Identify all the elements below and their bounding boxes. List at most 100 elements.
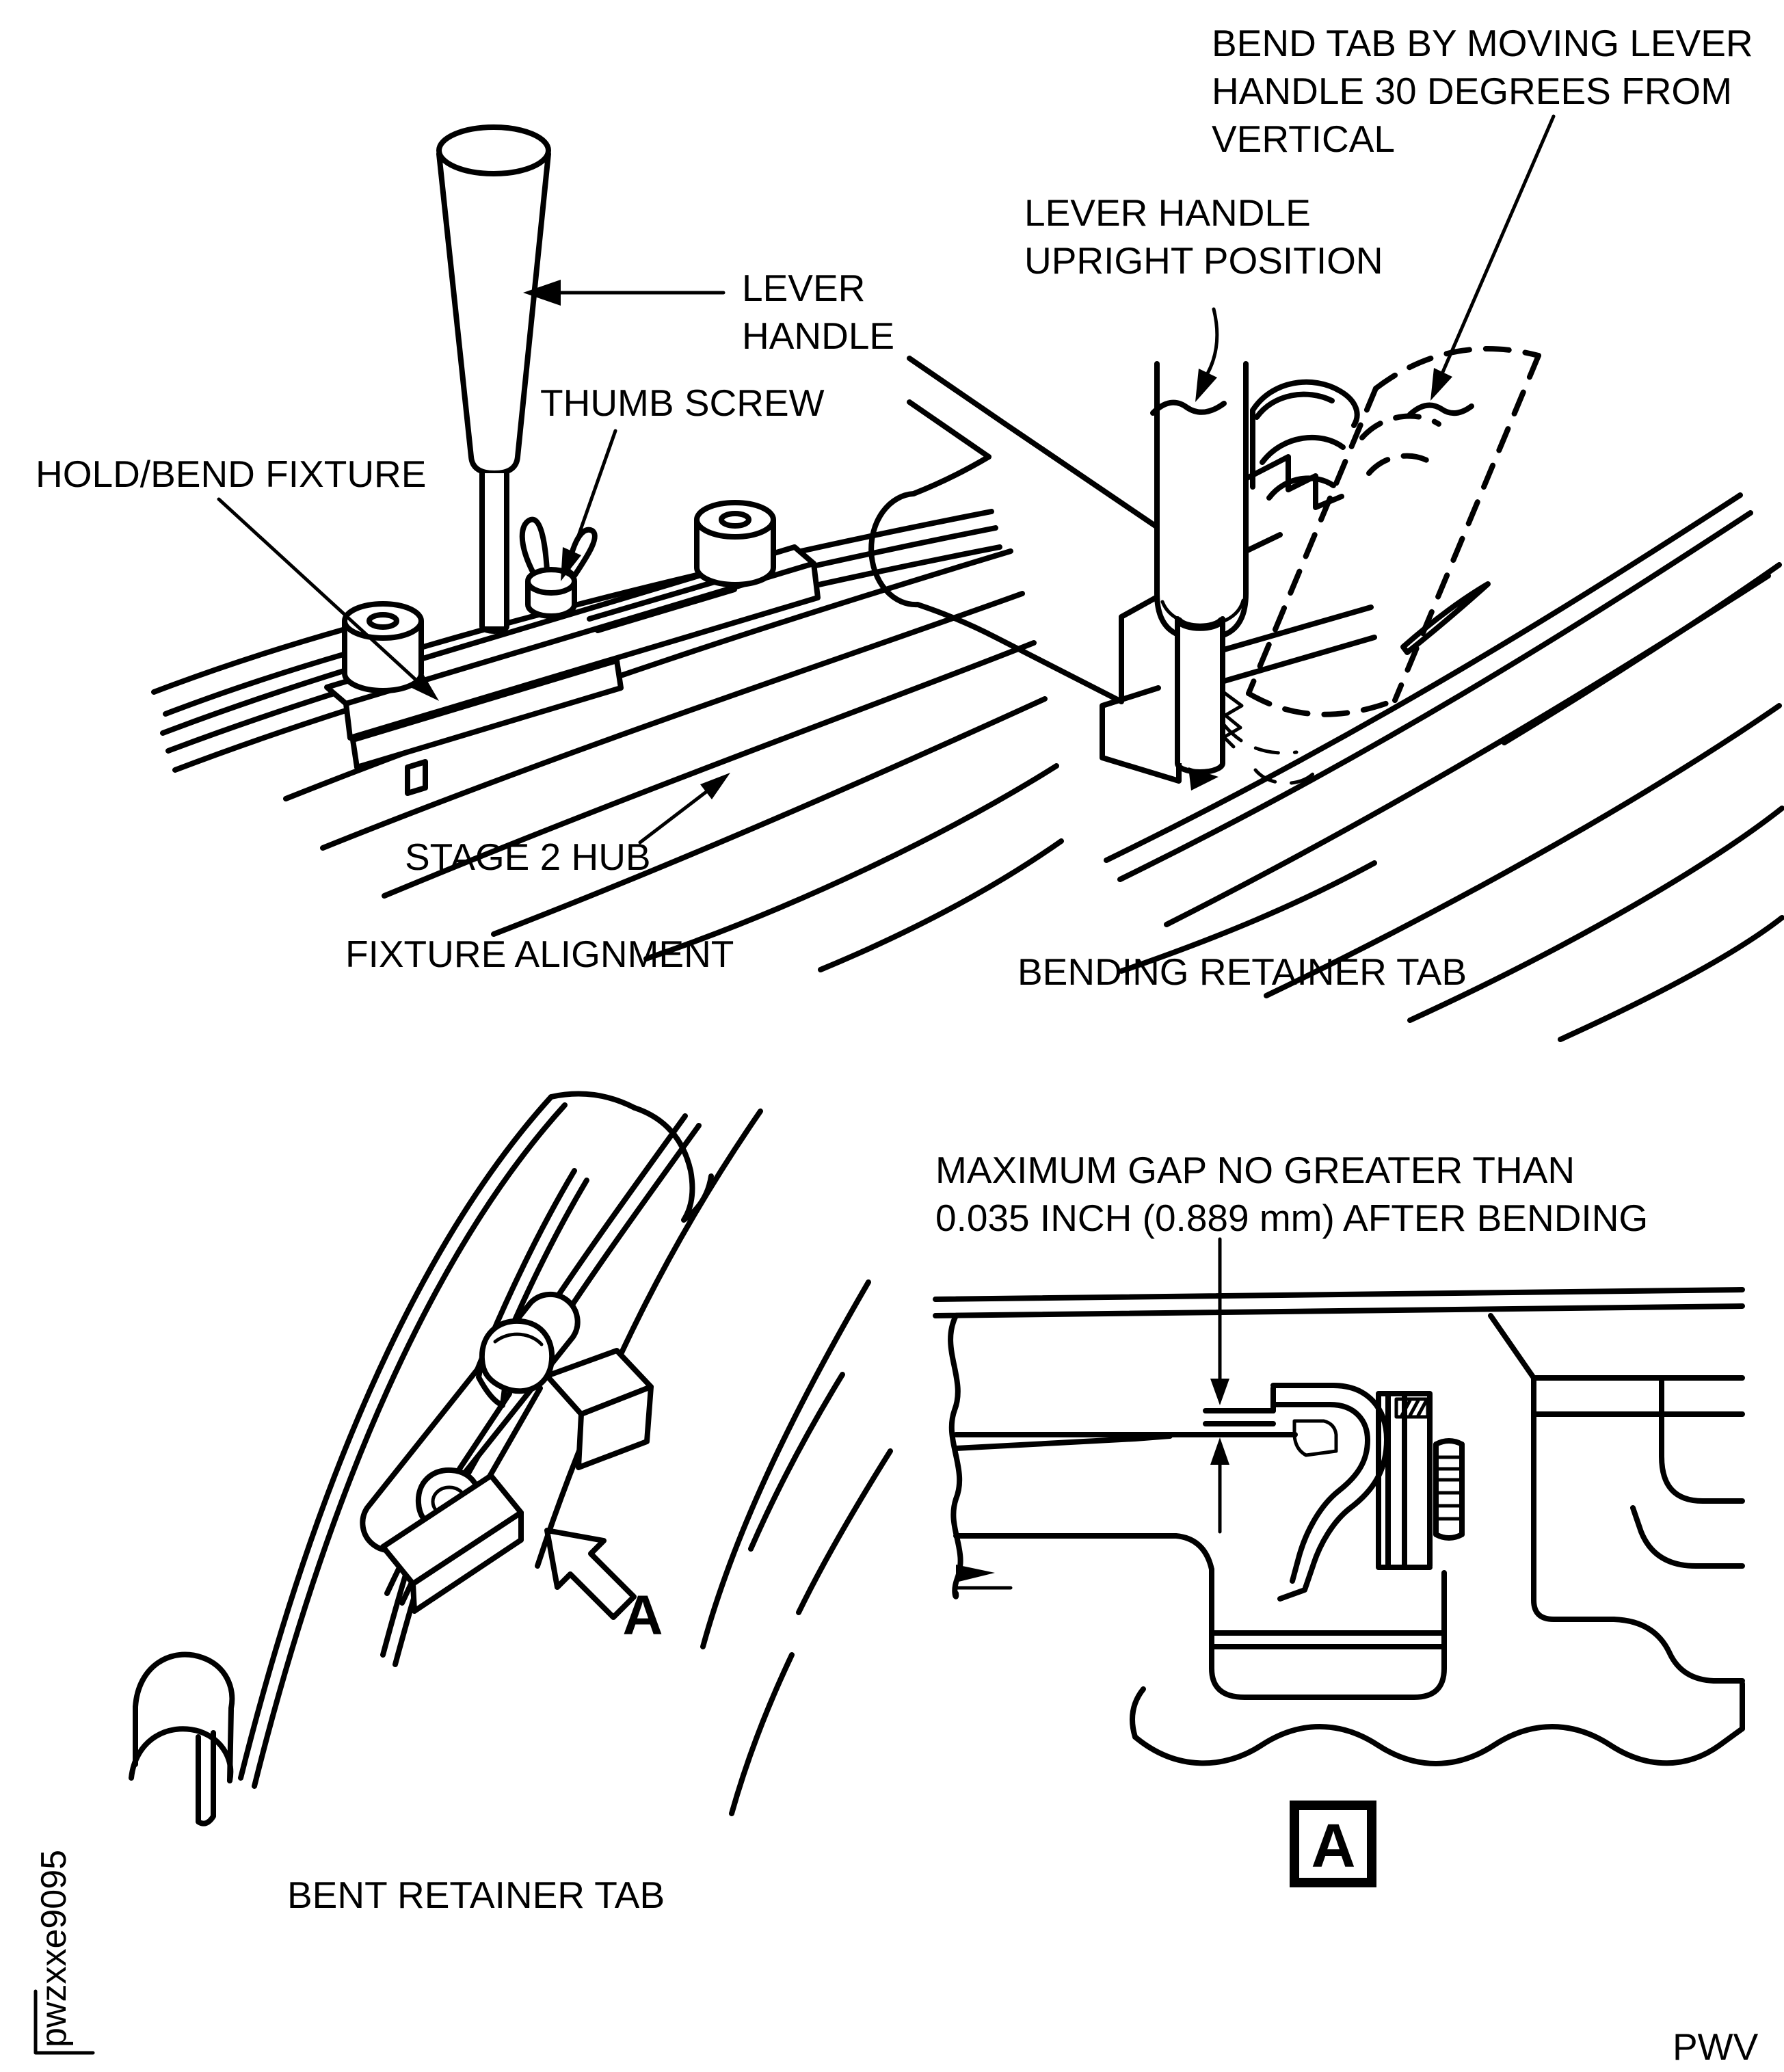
housing-block-step	[1630, 1379, 1745, 1569]
housing-block	[1488, 1313, 1745, 1622]
caption-bent-retainer-tab: BENT RETAINER TAB	[287, 1874, 665, 1916]
panel-bending-retainer-tab: BEND TAB BY MOVING LEVER HANDLE 30 DEGRE…	[868, 22, 1784, 1042]
boss-sides	[1433, 1438, 1465, 1541]
hub-arc	[748, 1372, 845, 1552]
socket-screw	[694, 500, 776, 587]
panel-bent-retainer-tab: A BENT RETAINER TAB pwzxxe9095	[34, 1091, 893, 2055]
bracket-plate-edge	[993, 421, 1161, 704]
label-bend-tab-line1: BEND TAB BY MOVING LEVER	[1212, 22, 1753, 64]
label-max-gap-line1: MAXIMUM GAP NO GREATER THAN	[935, 1149, 1575, 1191]
hub-rim-arc	[1104, 492, 1743, 863]
pocket-seat-lines	[1210, 1630, 1446, 1649]
tab-slot-shadow	[1188, 767, 1219, 791]
phantom-side	[1246, 386, 1379, 696]
bracket-plate-notch	[868, 454, 998, 640]
lever-handle	[436, 124, 551, 634]
hub-arc	[320, 591, 1025, 851]
ring-band-arc	[252, 1102, 568, 1789]
stud-lines	[1376, 1391, 1433, 1570]
break-squiggle	[1150, 399, 1227, 416]
ring-band-arc	[238, 1094, 554, 1781]
break-edge-end	[1130, 1681, 1745, 1740]
caption-bending-retainer-tab: BENDING RETAINER TAB	[1017, 951, 1467, 993]
fixture-bar-step	[350, 658, 624, 770]
slot-pedestal-front	[410, 1510, 524, 1614]
hub-arm-bottom	[953, 1533, 1214, 1572]
detail-a-frame	[1290, 1801, 1376, 1887]
label-lever-handle-line2: HANDLE	[742, 315, 894, 357]
pocket-wall	[1209, 1567, 1447, 1700]
label-upright-line2: UPRIGHT POSITION	[1024, 239, 1383, 282]
retainer-tab-curl	[1260, 434, 1346, 465]
shaft-fill	[1177, 619, 1223, 763]
anvil-block-front	[576, 1384, 654, 1470]
bracket-plate-edge	[907, 356, 1008, 460]
hub-arm-top	[953, 1432, 1298, 1451]
stub-arch	[129, 1726, 234, 1783]
stub-side	[196, 1730, 216, 1827]
tab-tip-lobe	[479, 1318, 555, 1394]
handle-top	[436, 124, 551, 176]
hatched-key-block	[1394, 1397, 1430, 1419]
hub-rim-arc	[1502, 562, 1782, 745]
leader-arrowhead	[1430, 368, 1452, 401]
screw-head-top	[342, 601, 424, 641]
leader-line	[1441, 114, 1556, 374]
leader-line	[1206, 307, 1219, 375]
label-bend-tab-line2: HANDLE 30 DEGREES FROM	[1212, 70, 1732, 112]
hub-arc	[535, 1108, 763, 1569]
shaft-top-rim	[1175, 617, 1225, 631]
tab-tip-inner	[493, 1332, 544, 1346]
label-stage-2-hub: STAGE 2 HUB	[405, 836, 651, 878]
retainer-tab-curl	[1254, 391, 1335, 420]
hub-arc	[491, 696, 1048, 937]
label-upright-line1: LEVER HANDLE	[1024, 191, 1311, 234]
fixture-slot	[587, 576, 737, 633]
bracket-foot	[1100, 685, 1182, 784]
hub-arc	[643, 763, 1059, 961]
threaded-boss	[1433, 1438, 1465, 1541]
flange-edge	[933, 1287, 1745, 1318]
fixture-foot-pin	[405, 759, 428, 796]
hub-arc	[1558, 915, 1784, 1042]
leader-arrowhead	[1195, 369, 1217, 402]
housing-block-bottom	[1611, 1617, 1745, 1684]
handle-fill	[1157, 364, 1246, 639]
leader-line	[571, 429, 617, 553]
panel-detail-a: A MAXIMUM GAP NO GREATER THAN 0.035 INCH…	[933, 1149, 1759, 2068]
screw-socket-hole	[367, 612, 399, 630]
ring-band-end	[548, 1091, 637, 1111]
hub-arc	[382, 640, 1037, 899]
label-lever-handle-line1: LEVER	[742, 267, 865, 309]
leader-arrowhead	[523, 280, 561, 306]
wing-left	[519, 516, 550, 576]
leader-arrowhead	[561, 547, 581, 581]
tab-slot-zigzag	[1221, 690, 1244, 749]
ring-break-stub	[129, 1651, 235, 1827]
label-bend-tab-line3: VERTICAL	[1212, 118, 1395, 160]
hub-arc	[1264, 703, 1782, 998]
leader-arrowhead	[700, 773, 730, 799]
label-max-gap-line2: 0.035 INCH (0.889 mm) AFTER BENDING	[935, 1197, 1648, 1239]
stub-arch	[133, 1651, 235, 1711]
screw-head-top	[694, 500, 776, 540]
lever-handle-tilted-phantom	[1246, 346, 1541, 717]
retainer-tab-curl-phantom	[1359, 413, 1441, 440]
clip-outer	[1270, 1383, 1389, 1602]
socket-screw	[342, 601, 424, 693]
break-edge-wavy	[948, 1313, 963, 1599]
gap-edge-lines	[1203, 1408, 1276, 1426]
phantom-side	[1392, 353, 1541, 703]
leader-line	[217, 497, 418, 682]
handle-shaft-fill	[482, 473, 507, 626]
dimension-arrowhead-up	[1210, 1437, 1229, 1465]
retainer-tab-curl-phantom	[1366, 453, 1433, 476]
caption-fixture-alignment: FIXTURE ALIGNMENT	[345, 933, 734, 975]
boss-threads	[1434, 1455, 1464, 1521]
label-hold-bend-fixture: HOLD/BEND FIXTURE	[36, 453, 426, 495]
hub-arc	[796, 1448, 893, 1615]
seal-wedge	[956, 1565, 995, 1582]
dimension-arrowhead-down	[1210, 1379, 1229, 1405]
lever-handle-upright	[1150, 361, 1249, 775]
